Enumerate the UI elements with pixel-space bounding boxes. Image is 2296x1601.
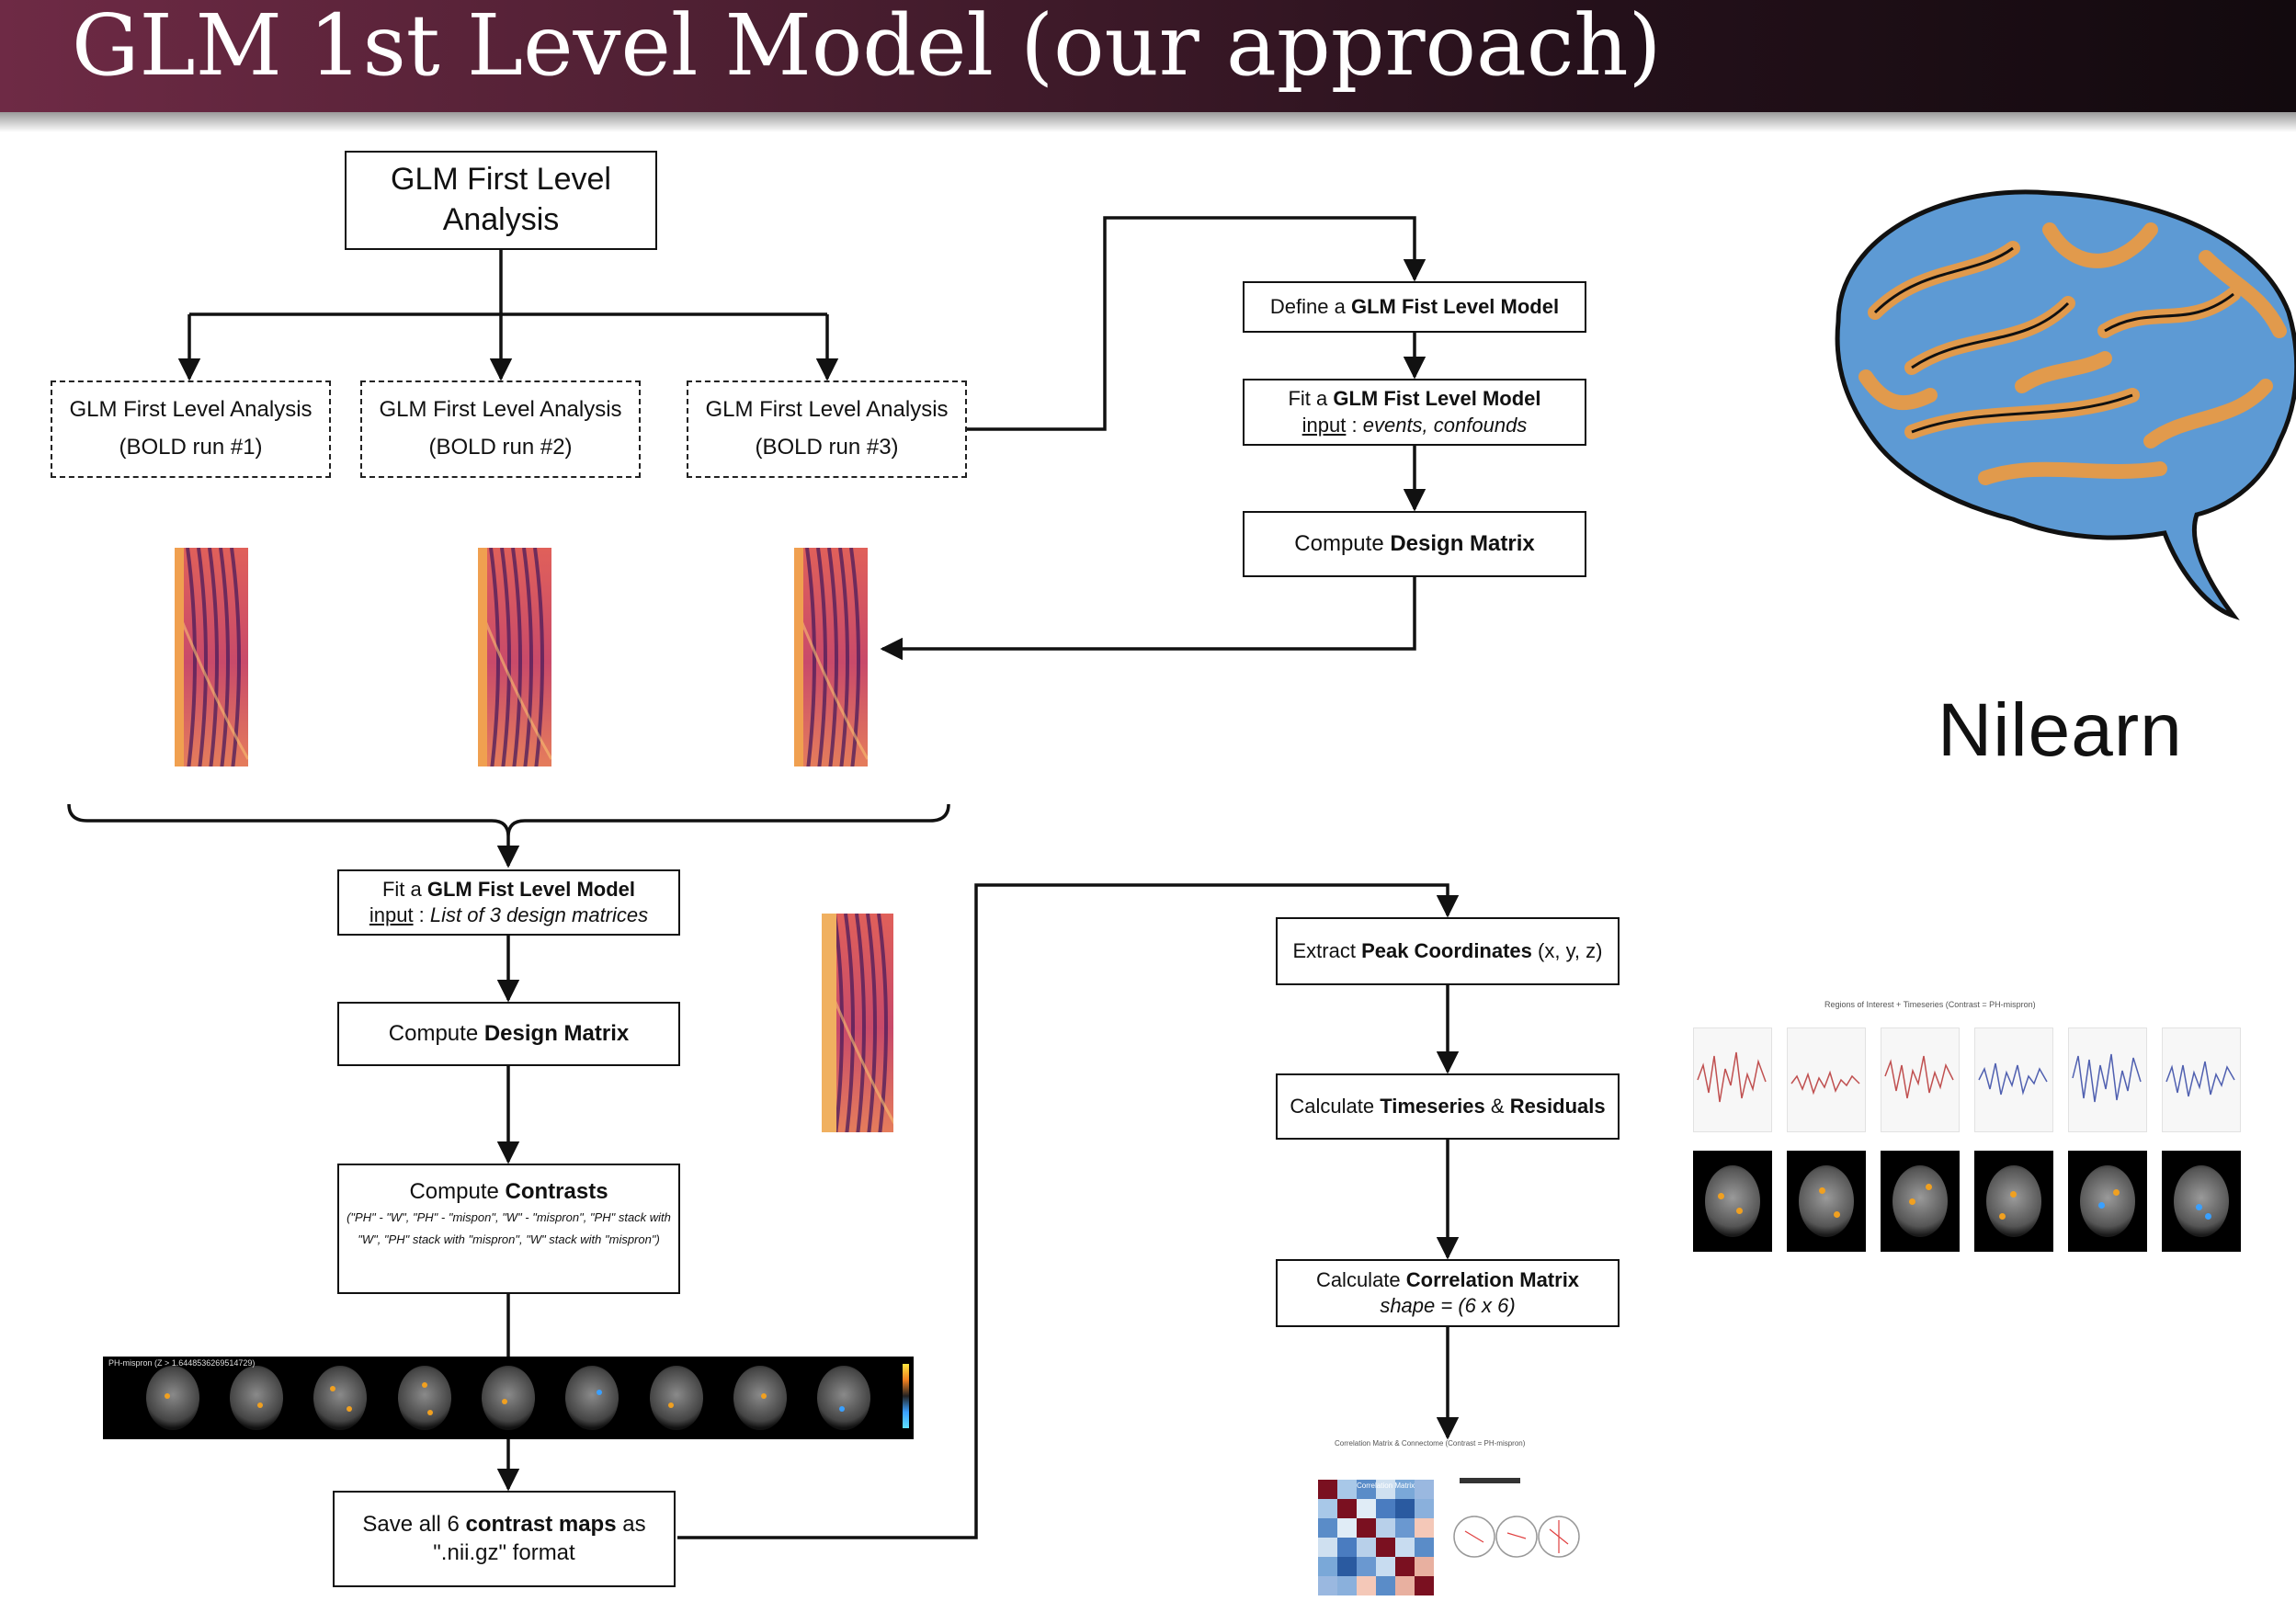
run-3-node: GLM First Level Analysis (BOLD run #3) <box>687 380 967 478</box>
run-2-line1: GLM First Level Analysis <box>379 397 622 423</box>
corr-line2: shape = (6 x 6) <box>1380 1294 1516 1317</box>
define-model-node: Define a GLM Fist Level Model <box>1243 281 1586 333</box>
root-node-line2: Analysis <box>442 202 560 237</box>
roi-brain-6 <box>2162 1151 2241 1252</box>
slide-title: GLM 1st Level Model (our approach) <box>72 0 1662 95</box>
contrasts-bold: Contrasts <box>505 1179 608 1204</box>
corr-matrix-node: Calculate Correlation Matrix shape = (6 … <box>1276 1259 1620 1327</box>
peak-pre: Extract <box>1292 938 1362 962</box>
roi-brain-1 <box>1693 1151 1772 1252</box>
fit-all-input-value: List of 3 design matrices <box>429 903 649 926</box>
title-bar: GLM 1st Level Model (our approach) <box>0 0 2296 112</box>
dm-run-bold: Design Matrix <box>1390 530 1535 556</box>
contrast-strip-label: PH-mispron (Z > 1.6448536269514729) <box>108 1358 256 1368</box>
design-matrix-thumbnail-1 <box>175 548 248 766</box>
correlation-figure <box>1318 1478 1580 1595</box>
save-line2: ".nii.gz" format <box>433 1539 575 1565</box>
ts-bold2: Residuals <box>1509 1094 1606 1118</box>
contrast-map-strip <box>103 1357 914 1439</box>
roi-panel-3 <box>1881 1028 1960 1132</box>
contrast-colorbar <box>903 1364 909 1428</box>
design-matrix-thumbnail-3 <box>794 548 868 766</box>
roi-panel-1 <box>1693 1028 1772 1132</box>
brain-illustration-icon <box>1835 189 2296 620</box>
corr-pre: Calculate <box>1315 1267 1406 1291</box>
design-matrix-thumbnail-2 <box>478 548 551 766</box>
contrasts-node: Compute Contrasts ("PH" - "W", "PH" - "m… <box>337 1164 680 1294</box>
corr-colorbar <box>1460 1478 1520 1483</box>
connectome-glass-brains <box>1453 1516 1580 1558</box>
corr-bold: Correlation Matrix <box>1405 1267 1580 1291</box>
roi-panel-2 <box>1787 1028 1866 1132</box>
save-pre: Save all 6 <box>362 1511 466 1537</box>
roi-panel-6 <box>2162 1028 2241 1132</box>
run-1-line2: (BOLD run #1) <box>119 435 263 460</box>
contrasts-pre: Compute <box>409 1179 506 1204</box>
dm-all-bold: Design Matrix <box>483 1020 630 1046</box>
run-3-line1: GLM First Level Analysis <box>705 397 949 423</box>
run-1-node: GLM First Level Analysis (BOLD run #1) <box>51 380 331 478</box>
contrasts-detail: ("PH" - "W", "PH" - "mispon", "W" - "mis… <box>347 1209 671 1247</box>
root-node-line1: GLM First Level <box>391 162 611 198</box>
dm-all-pre: Compute <box>388 1020 484 1046</box>
roi-figure-title: Regions of Interest + Timeseries (Contra… <box>1824 1000 2036 1009</box>
timeseries-node: Calculate Timeseries & Residuals <box>1276 1073 1620 1140</box>
corr-inner-label: Correlation Matrix <box>1357 1482 1415 1490</box>
save-bold: contrast maps <box>465 1511 617 1537</box>
define-model-bold: GLM Fist Level Model <box>1350 294 1560 318</box>
roi-panel-5 <box>2068 1028 2147 1132</box>
save-maps-node: Save all 6 contrast maps as ".nii.gz" fo… <box>333 1491 676 1587</box>
fit-run-input-value: events, confounds <box>1362 413 1528 437</box>
corr-figure-title: Correlation Matrix & Connectome (Contras… <box>1335 1439 1526 1448</box>
fit-run-bold: GLM Fist Level Model <box>1333 387 1541 411</box>
roi-brain-5 <box>2068 1151 2147 1252</box>
fit-run-input-label: input <box>1301 413 1347 437</box>
save-post: as <box>616 1511 646 1537</box>
connectome-edges <box>1464 1520 1569 1553</box>
design-matrix-thumbnail-combined <box>822 914 893 1132</box>
fit-model-all-node: Fit a GLM Fist Level Model input : List … <box>337 869 680 936</box>
peak-post: (x, y, z) <box>1531 938 1603 962</box>
roi-brain-3 <box>1881 1151 1960 1252</box>
correlation-heatmap <box>1318 1480 1434 1595</box>
nilearn-logo-text: Nilearn <box>1938 688 2183 772</box>
ts-bold1: Timeseries <box>1380 1094 1485 1118</box>
title-bar-shadow <box>0 112 2296 132</box>
fit-all-pre: Fit a <box>381 877 427 901</box>
roi-panel-4 <box>1974 1028 2053 1132</box>
ts-pre: Calculate <box>1290 1094 1381 1118</box>
design-matrix-all-node: Compute Design Matrix <box>337 1002 680 1066</box>
run-2-line2: (BOLD run #2) <box>428 435 573 460</box>
root-node: GLM First Level Analysis <box>345 151 657 250</box>
run-1-line1: GLM First Level Analysis <box>69 397 313 423</box>
fit-run-pre: Fit a <box>1288 387 1334 411</box>
fit-all-bold: GLM Fist Level Model <box>426 877 636 901</box>
run-3-line2: (BOLD run #3) <box>755 435 899 460</box>
ts-mid: & <box>1484 1094 1510 1118</box>
run-2-node: GLM First Level Analysis (BOLD run #2) <box>360 380 641 478</box>
peak-bold: Peak Coordinates <box>1361 938 1532 962</box>
define-model-pre: Define a <box>1269 294 1351 318</box>
fit-all-sep: : <box>413 903 430 926</box>
roi-brain-4 <box>1974 1151 2053 1252</box>
dm-run-pre: Compute <box>1294 530 1391 556</box>
roi-brain-2 <box>1787 1151 1866 1252</box>
fit-all-input-label: input <box>369 903 414 926</box>
fit-model-run-node: Fit a GLM Fist Level Model input : event… <box>1243 379 1586 446</box>
fit-run-sep: : <box>1346 413 1363 437</box>
design-matrix-run-node: Compute Design Matrix <box>1243 511 1586 577</box>
peak-coords-node: Extract Peak Coordinates (x, y, z) <box>1276 917 1620 985</box>
